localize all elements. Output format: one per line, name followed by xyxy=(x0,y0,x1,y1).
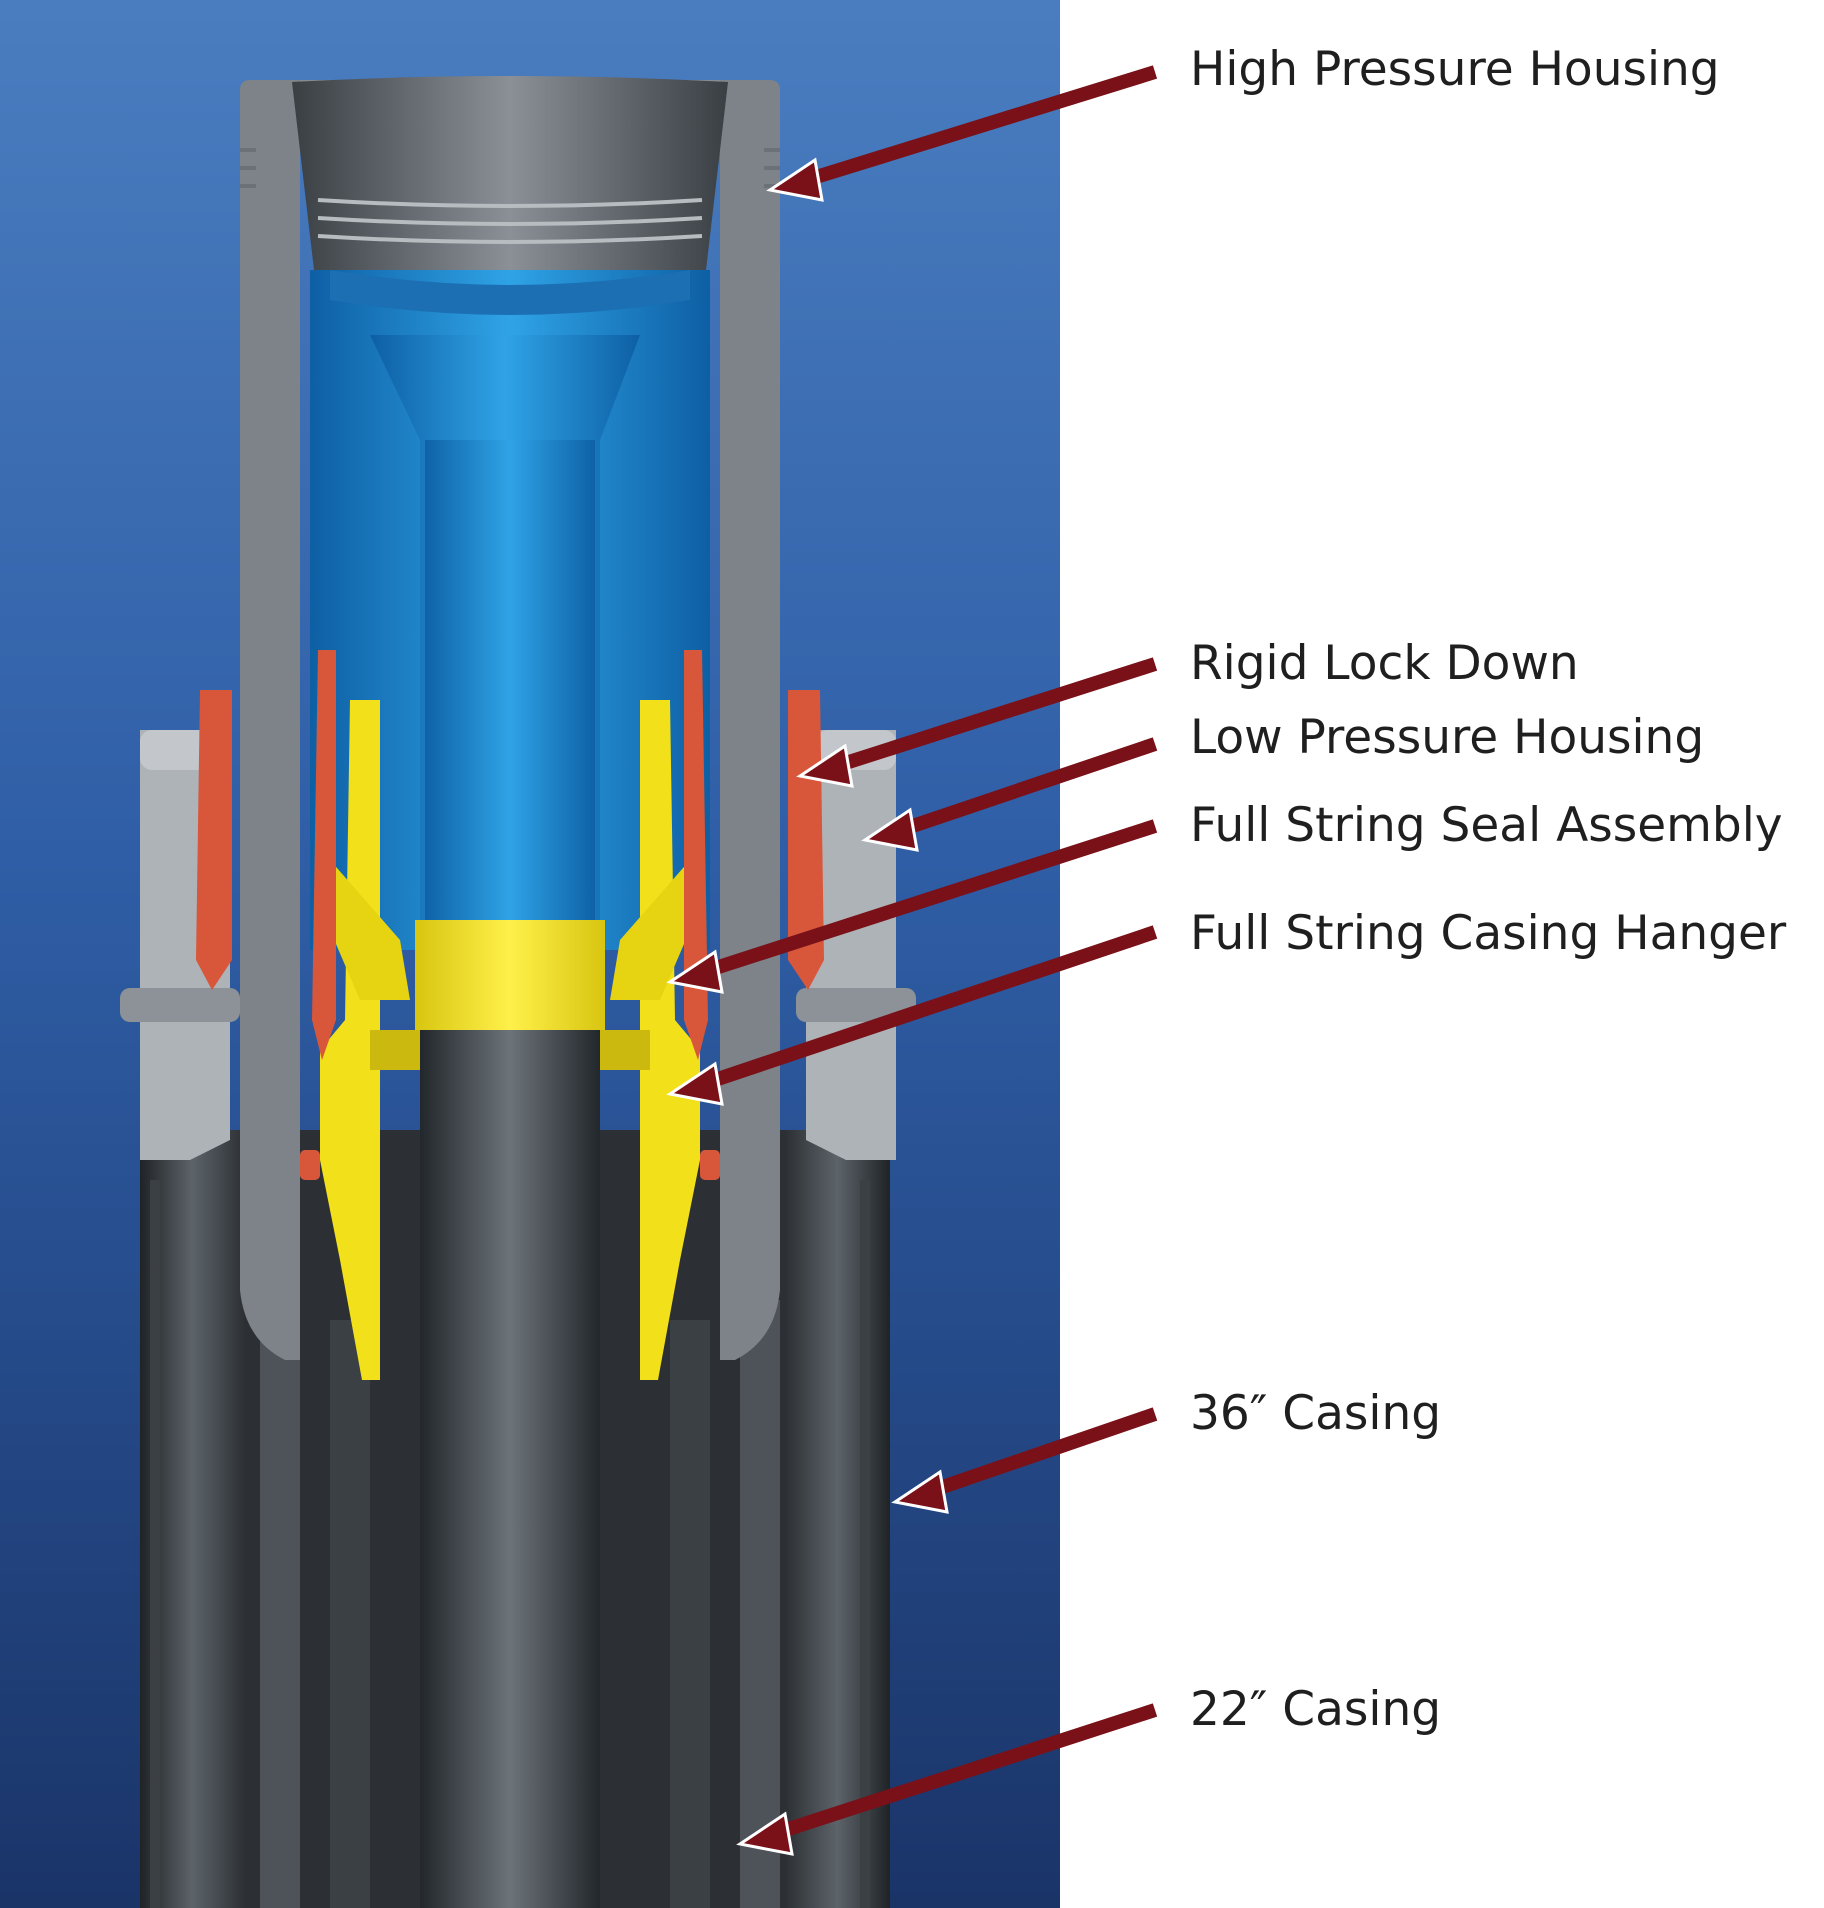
label-full-string-casing-hanger: Full String Casing Hanger xyxy=(1190,906,1787,961)
label-full-string-seal-assembly: Full String Seal Assembly xyxy=(1190,798,1783,853)
leader-arrows xyxy=(666,65,1158,1856)
full-string-casing-hanger xyxy=(320,700,700,1380)
arrow-low-pressure-housing xyxy=(861,737,1158,852)
arrow-rigid-lock-down xyxy=(796,657,1158,788)
arrow-full-string-casing-hanger xyxy=(666,925,1158,1106)
inner-casing-pipe xyxy=(420,1030,600,1908)
label-rigid-lock-down: Rigid Lock Down xyxy=(1190,636,1579,691)
label-low-pressure-housing: Low Pressure Housing xyxy=(1190,710,1705,765)
running-tool xyxy=(370,335,640,920)
arrow-22-inch-casing xyxy=(736,1703,1158,1856)
label-high-pressure-housing: High Pressure Housing xyxy=(1190,42,1720,97)
arrow-36-inch-casing xyxy=(891,1407,1158,1514)
housing-top-bore xyxy=(292,76,728,315)
high-pressure-housing xyxy=(240,80,780,1360)
label-36-inch-casing: 36″ Casing xyxy=(1190,1386,1442,1441)
arrow-full-string-seal-assembly xyxy=(666,819,1158,994)
label-22-inch-casing: 22″ Casing xyxy=(1190,1682,1442,1737)
arrow-high-pressure-housing xyxy=(766,65,1158,202)
